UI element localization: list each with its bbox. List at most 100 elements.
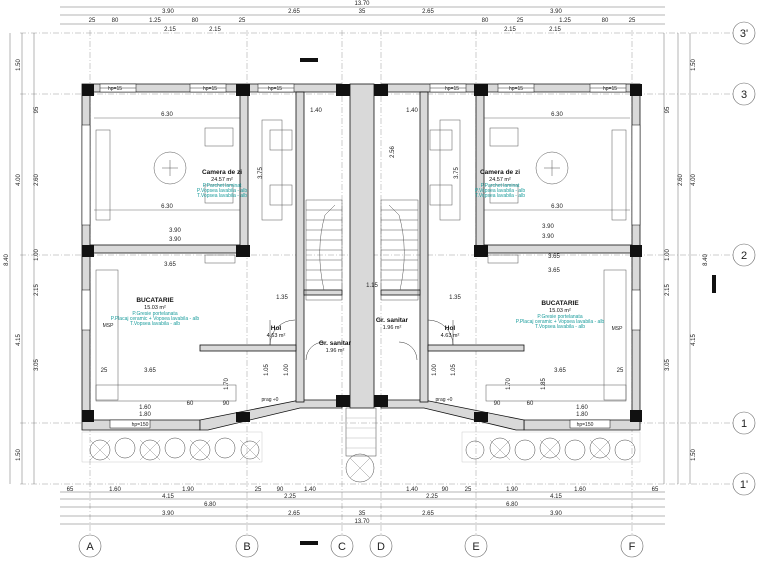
room-kitchen-right: BUCATARIE 15.03 m² P.Gresie portelanata …	[516, 300, 605, 330]
svg-text:80: 80	[482, 18, 489, 24]
svg-text:6.30: 6.30	[551, 112, 563, 118]
svg-text:8.40: 8.40	[4, 254, 10, 266]
axis-bubble-f: F	[620, 534, 644, 558]
stair-right	[380, 199, 419, 301]
svg-text:15.03 m²: 15.03 m²	[144, 305, 166, 311]
svg-text:P.Vopsea lavabila - alb: P.Vopsea lavabila - alb	[475, 188, 525, 194]
svg-text:95: 95	[34, 106, 40, 113]
svg-text:1.80: 1.80	[576, 412, 588, 418]
svg-text:Camera de zi: Camera de zi	[480, 169, 520, 176]
svg-text:1.80: 1.80	[139, 412, 151, 418]
axis-bubble-a: A	[78, 534, 102, 558]
room-wc-left: Gr. sanitar 1.96 m²	[319, 340, 352, 354]
svg-text:T.Vopsea lavabila - alb: T.Vopsea lavabila - alb	[197, 193, 247, 199]
misc-labels: prag ÷0 prag ÷0 hp=15 hp=15 hp=15 hp=15 …	[103, 86, 624, 428]
svg-text:P.Vopsea lavabila - alb: P.Vopsea lavabila - alb	[197, 188, 247, 194]
svg-text:A: A	[86, 541, 94, 553]
svg-text:25: 25	[629, 18, 636, 24]
svg-text:1.50: 1.50	[16, 449, 22, 461]
svg-text:hp=150: hp=150	[577, 422, 594, 428]
svg-text:1.40: 1.40	[310, 108, 322, 114]
svg-text:1.00: 1.00	[432, 364, 438, 376]
room-hall-left: Hol 4.63 m²	[267, 325, 286, 339]
svg-text:4.00: 4.00	[16, 174, 22, 186]
svg-text:15.03 m²: 15.03 m²	[549, 308, 571, 314]
svg-text:35: 35	[359, 511, 366, 517]
svg-text:3.65: 3.65	[554, 368, 566, 374]
room-living-left: Camera de zi 24.57 m² P.Parchet laminat …	[197, 169, 247, 199]
svg-text:1.35: 1.35	[449, 295, 461, 301]
svg-text:4.15: 4.15	[691, 334, 697, 346]
svg-text:1.70: 1.70	[506, 378, 512, 390]
svg-text:3.65: 3.65	[164, 262, 176, 268]
landscaping	[81, 407, 641, 483]
svg-text:BUCATARIE: BUCATARIE	[136, 297, 174, 304]
svg-text:25: 25	[255, 487, 262, 493]
svg-text:3.90: 3.90	[169, 237, 181, 243]
svg-text:25: 25	[617, 368, 624, 374]
svg-text:24.57 m²: 24.57 m²	[489, 177, 511, 183]
svg-text:90: 90	[277, 487, 284, 493]
svg-text:35: 35	[359, 9, 366, 15]
svg-text:3.90: 3.90	[550, 511, 562, 517]
svg-text:hp=15: hp=15	[445, 86, 459, 92]
svg-text:4.15: 4.15	[16, 334, 22, 346]
svg-text:1.96 m²: 1.96 m²	[326, 348, 345, 354]
svg-text:T.Vopsea lavabila - alb: T.Vopsea lavabila - alb	[535, 324, 585, 330]
svg-text:25: 25	[465, 487, 472, 493]
doors	[269, 319, 454, 361]
svg-text:25: 25	[239, 18, 246, 24]
svg-text:4.63 m²: 4.63 m²	[441, 333, 460, 339]
svg-text:2.56: 2.56	[390, 146, 396, 158]
svg-text:90: 90	[223, 401, 230, 407]
svg-text:1.05: 1.05	[264, 364, 270, 376]
section-marker-right	[712, 275, 716, 293]
svg-text:1.85: 1.85	[541, 378, 547, 390]
svg-text:1': 1'	[740, 479, 748, 491]
svg-text:E: E	[472, 541, 479, 553]
room-hall-right: Hol 4.63 m²	[441, 325, 460, 339]
svg-text:2.15: 2.15	[504, 27, 516, 33]
svg-text:1: 1	[741, 418, 747, 430]
axis-bubble-3prime: 3'	[732, 21, 756, 45]
svg-text:1.90: 1.90	[182, 487, 194, 493]
section-marker-top	[300, 58, 318, 62]
svg-text:3.75: 3.75	[258, 167, 264, 179]
svg-text:6.30: 6.30	[161, 112, 173, 118]
left-dimensions: 1.50 95 4.00 8.40 4.15 1.50 1.00 2.15 2.…	[4, 33, 40, 484]
svg-text:2.60: 2.60	[34, 174, 40, 186]
svg-text:Gr. sanitar: Gr. sanitar	[376, 317, 409, 324]
svg-text:P.Placaj ceramic + Vopsea lava: P.Placaj ceramic + Vopsea lavabila - alb	[111, 316, 200, 322]
svg-text:3': 3'	[740, 28, 748, 40]
room-wc-right: Gr. sanitar 1.96 m²	[376, 317, 409, 331]
svg-text:25: 25	[517, 18, 524, 24]
svg-text:4.15: 4.15	[162, 494, 174, 500]
axis-bubble-b: B	[235, 534, 259, 558]
svg-text:3.75: 3.75	[454, 167, 460, 179]
svg-text:B: B	[243, 541, 250, 553]
svg-text:3.05: 3.05	[665, 359, 671, 371]
windows	[81, 83, 641, 429]
svg-text:1.40: 1.40	[304, 487, 316, 493]
svg-text:P.Parchet laminat: P.Parchet laminat	[203, 183, 242, 189]
svg-text:1.25: 1.25	[149, 18, 161, 24]
svg-text:2.15: 2.15	[209, 27, 221, 33]
svg-text:3.05: 3.05	[34, 359, 40, 371]
svg-text:1.35: 1.35	[276, 295, 288, 301]
svg-text:25: 25	[89, 18, 96, 24]
svg-text:80: 80	[602, 18, 609, 24]
walls	[81, 83, 641, 431]
svg-text:6.80: 6.80	[506, 502, 518, 508]
svg-text:C: C	[338, 541, 346, 553]
svg-text:1.50: 1.50	[691, 449, 697, 461]
svg-text:2: 2	[741, 250, 747, 262]
svg-text:P.Gresie portelanata: P.Gresie portelanata	[132, 311, 177, 317]
svg-text:13.70: 13.70	[354, 519, 370, 525]
svg-text:1.60: 1.60	[109, 487, 121, 493]
svg-text:60: 60	[527, 401, 534, 407]
svg-text:2.15: 2.15	[34, 284, 40, 296]
svg-text:1.40: 1.40	[406, 108, 418, 114]
svg-text:2.65: 2.65	[288, 511, 300, 517]
stair-left	[305, 199, 343, 301]
svg-text:80: 80	[112, 18, 119, 24]
